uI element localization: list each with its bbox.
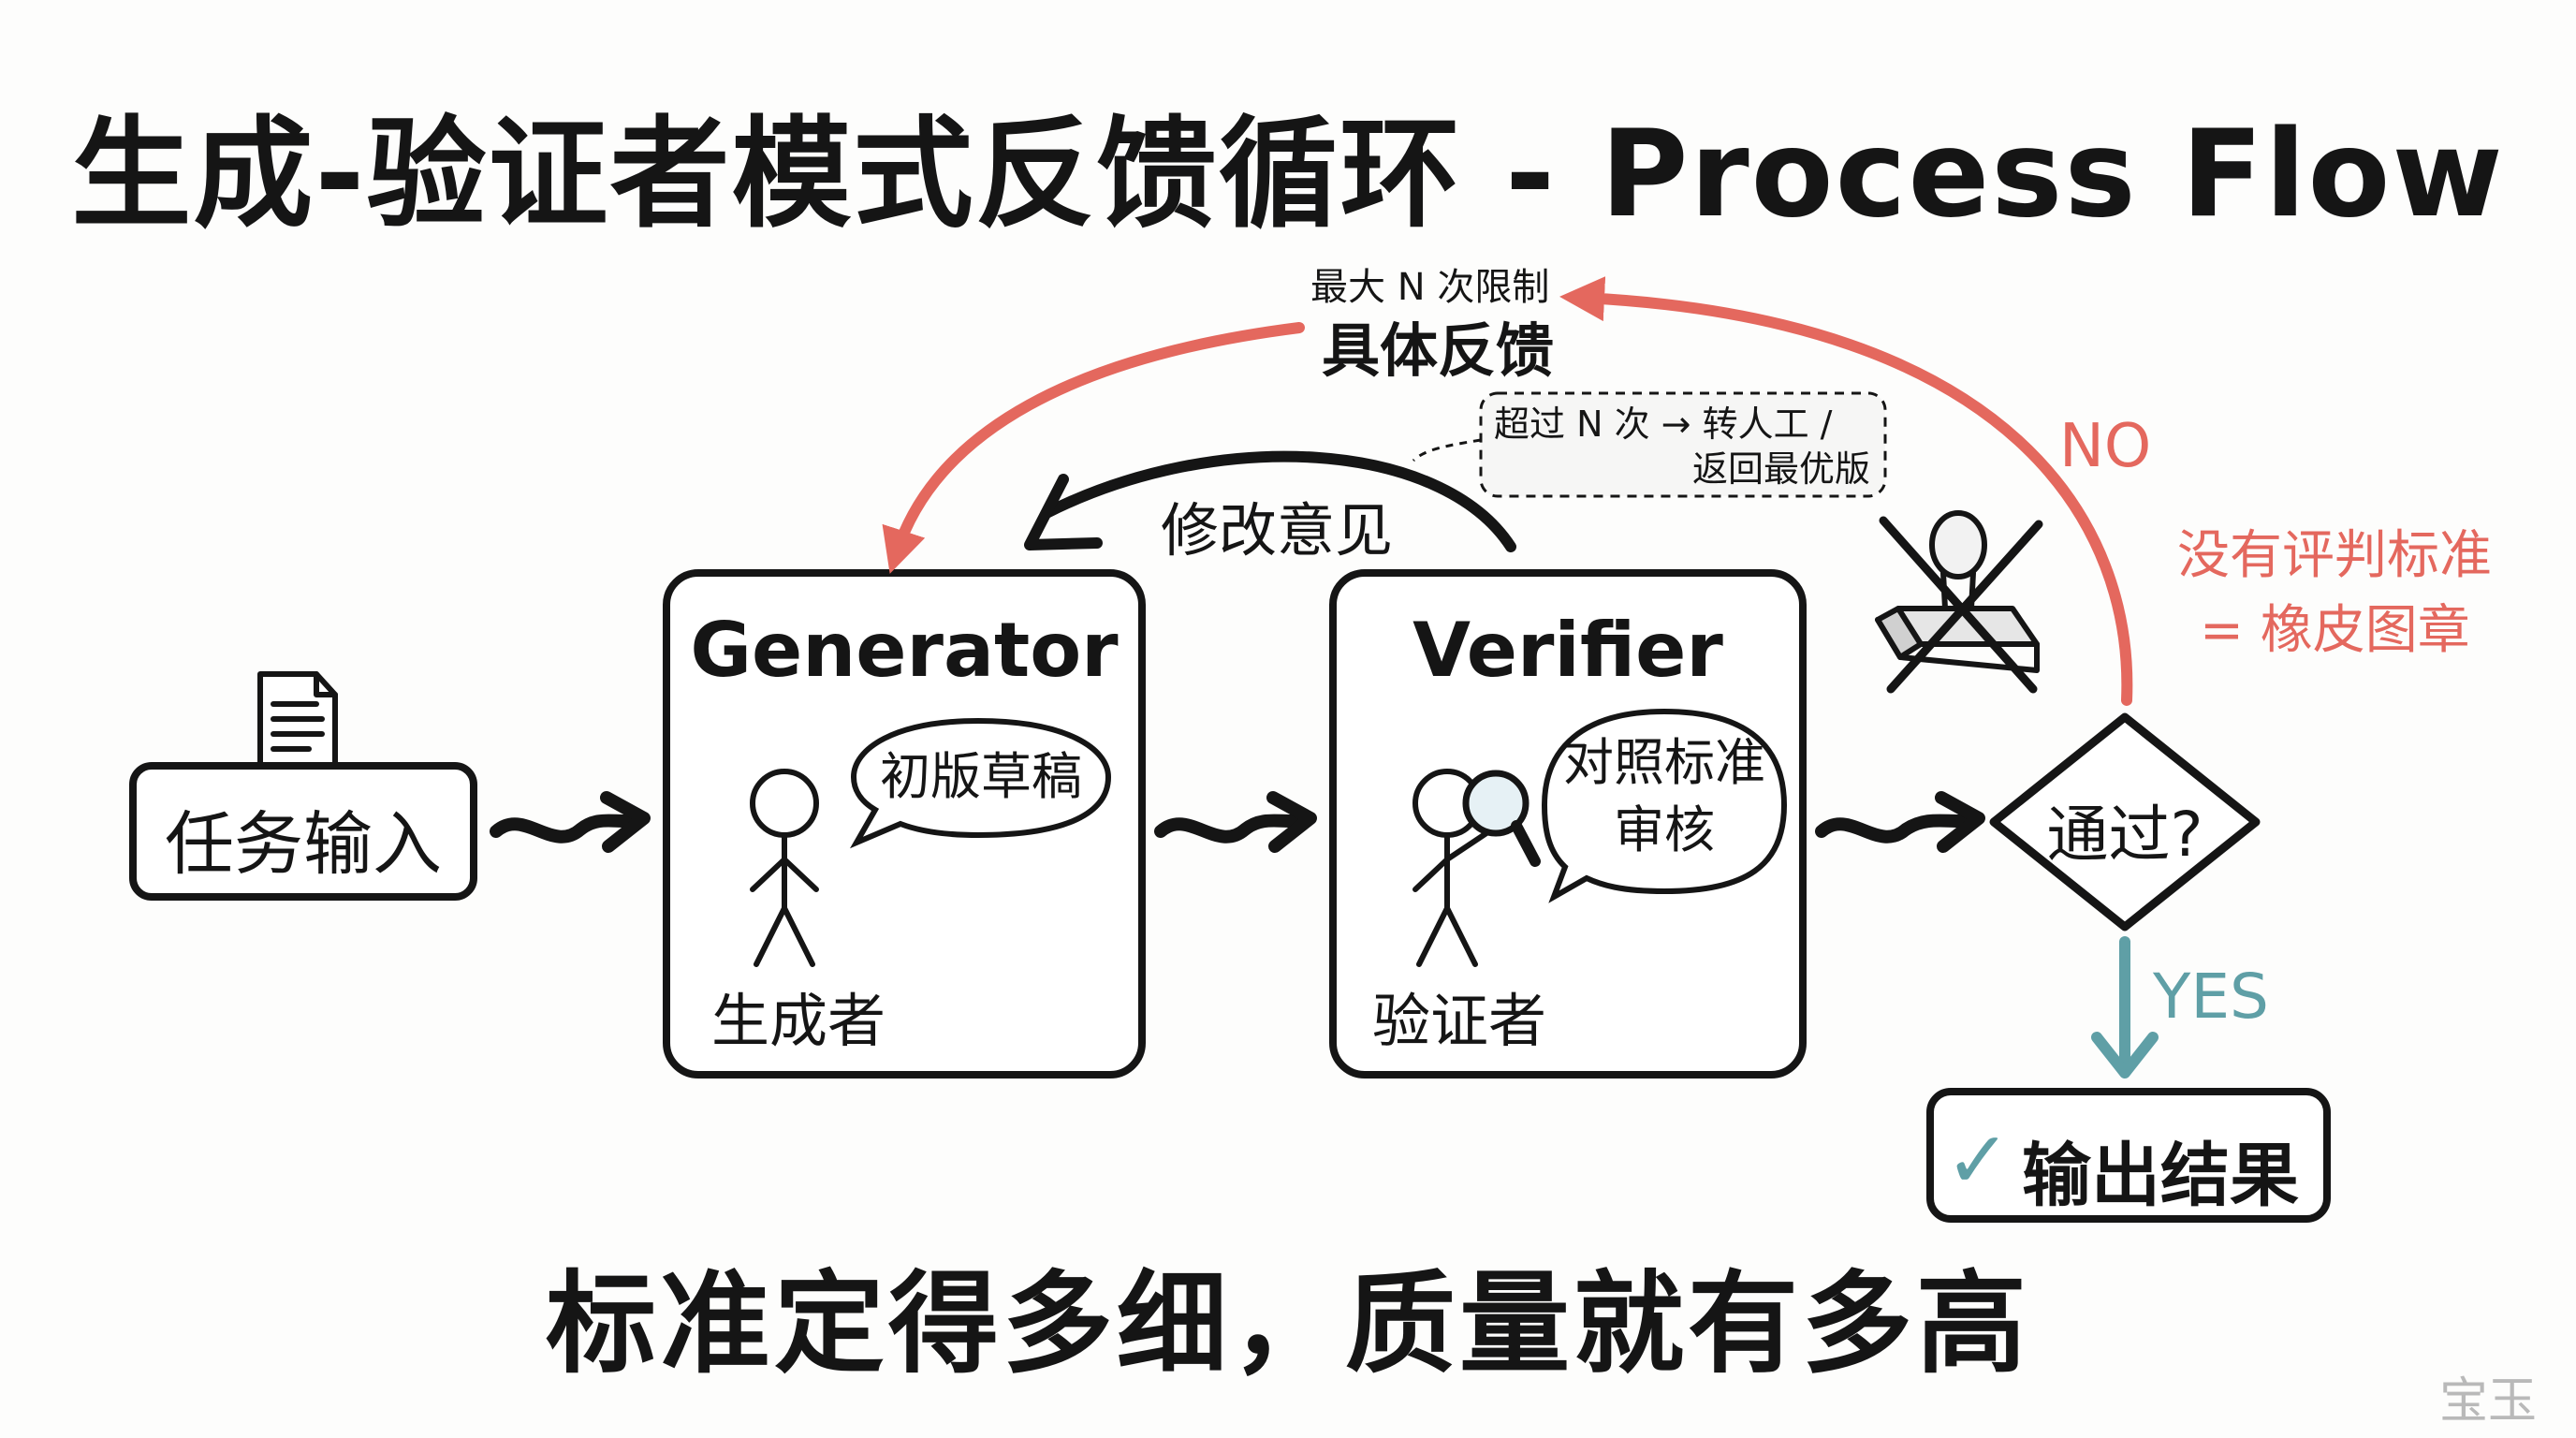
no-branch-note-line2: = 橡皮图章: [2200, 600, 2470, 661]
flow-arrow-input-to-generator: [490, 791, 651, 853]
max-iterations-label: 最大 N 次限制: [1310, 266, 1550, 309]
no-feedback-loop-arrow: [1559, 276, 2133, 706]
yes-arrow: [2091, 936, 2159, 1078]
no-branch-note-line1: 没有评判标准: [2177, 525, 2492, 586]
magnifier-icon: [1462, 770, 1541, 867]
revision-arrow: [1024, 450, 1516, 552]
generator-role: 生成者: [711, 987, 886, 1055]
crossed-rubber-stamp-icon: [1875, 510, 2043, 694]
document-icon: [257, 671, 338, 770]
verifier-bubble-line2: 审核: [1614, 800, 1715, 859]
specific-feedback-label: 具体反馈: [1322, 316, 1555, 385]
specific-feedback-arrow: [882, 322, 1305, 574]
footer-tagline: 标准定得多细，质量就有多高: [545, 1259, 2030, 1388]
output-label: 输出结果: [2022, 1136, 2299, 1216]
input-label: 任务输入: [165, 804, 442, 885]
watermark: 宝玉: [2439, 1373, 2538, 1430]
verifier-speech-bubble: [1541, 708, 1788, 903]
output-check-icon: ✓: [1945, 1114, 2012, 1206]
page-title: 生成-验证者模式反馈循环 - Process Flow: [71, 105, 2505, 244]
no-label: NO: [2059, 412, 2152, 481]
decision-label: 通过?: [2046, 799, 2203, 871]
verifier-title: Verifier: [1412, 607, 1723, 694]
verifier-role: 验证者: [1372, 987, 1547, 1055]
escalation-line2: 返回最优版: [1692, 448, 1871, 490]
stick-figure-icon: [750, 769, 819, 967]
generator-bubble-text: 初版草稿: [880, 747, 1082, 806]
generator-title: Generator: [690, 607, 1119, 694]
escalation-line1: 超过 N 次 → 转人工 /: [1494, 404, 1833, 445]
input-box: [129, 762, 477, 901]
verifier-bubble-line1: 对照标准: [1563, 733, 1765, 792]
revision-label: 修改意见: [1161, 496, 1394, 565]
flow-arrow-generator-to-verifier: [1154, 791, 1317, 853]
output-box: [1926, 1088, 2331, 1223]
escalation-pointer: [1412, 438, 1482, 462]
generator-speech-bubble: [849, 717, 1112, 849]
decision-diamond: [1989, 712, 2261, 932]
yes-label: YES: [2153, 961, 2269, 1033]
flow-arrow-verifier-to-decision: [1815, 791, 1985, 853]
escalation-note-box: [1479, 391, 1887, 498]
